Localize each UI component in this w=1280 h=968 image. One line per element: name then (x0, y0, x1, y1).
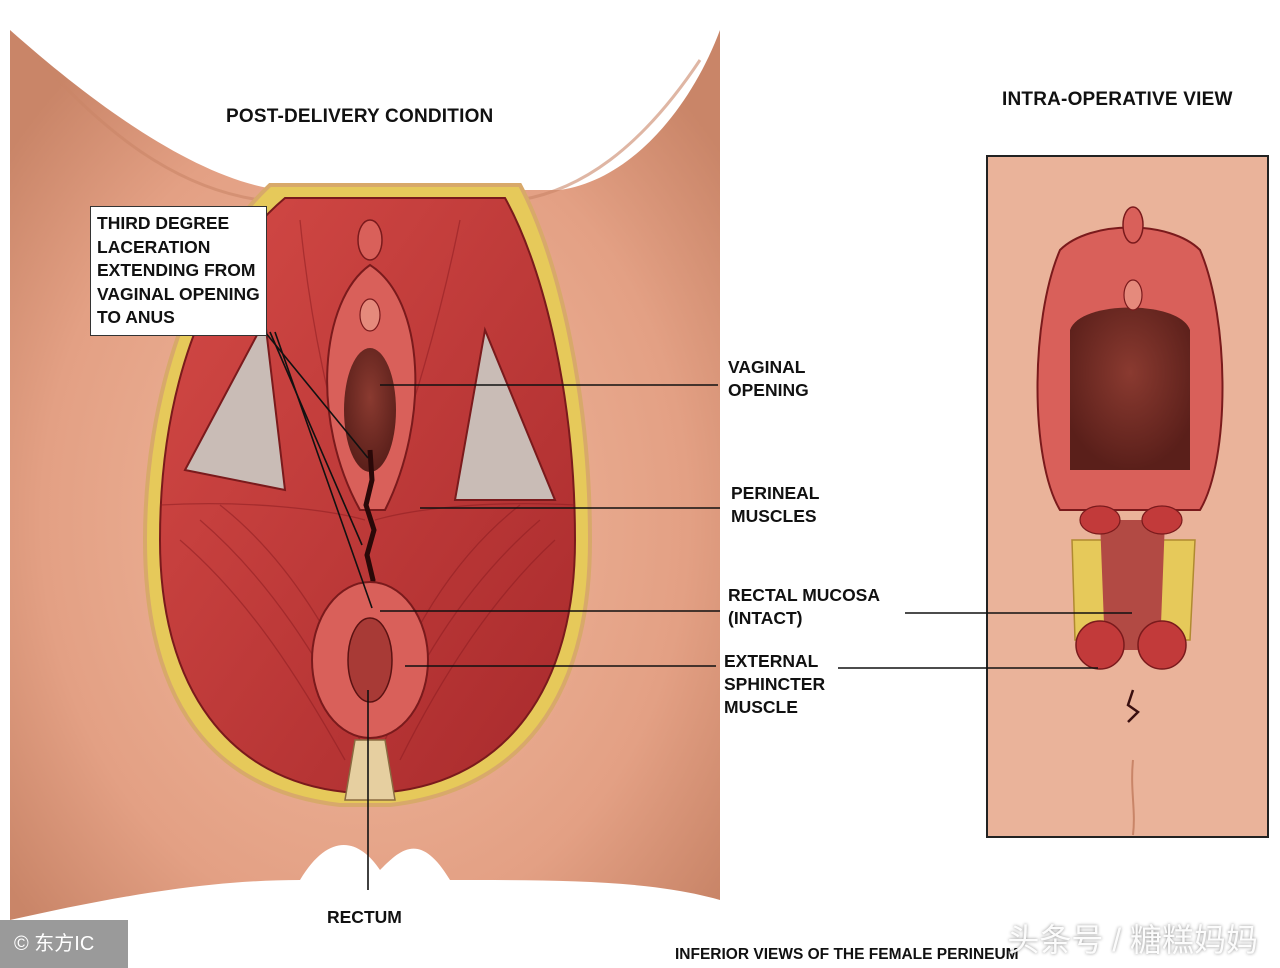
laceration (363, 449, 377, 606)
figure-caption: INFERIOR VIEWS OF THE FEMALE PERINEUM (675, 946, 1019, 963)
watermark-left: © 东方IC (0, 920, 128, 968)
clitoris (357, 219, 383, 261)
label-perineal-muscles: PERINEAL MUSCLES (731, 483, 820, 526)
left-membrane (183, 316, 287, 492)
label-vaginal-opening: VAGINAL OPENING (728, 357, 809, 400)
leader-lines (264, 331, 1132, 890)
label-rectal-mucosa: RECTAL MUCOSA (INTACT) (728, 585, 880, 628)
right-panel-title: INTRA-OPERATIVE VIEW (1002, 89, 1233, 110)
watermark-right: 头条号 / 糖糕妈妈 (1007, 922, 1258, 958)
rectum-stub (344, 739, 396, 801)
anal-canal (347, 617, 393, 703)
laceration-callout: THIRD DEGREE LACERATION EXTENDING FROM V… (90, 206, 267, 336)
left-panel-title: POST-DELIVERY CONDITION (226, 106, 494, 127)
vaginal-canal (344, 348, 396, 472)
label-external-sphincter: EXTERNAL SPHINCTER MUSCLE (724, 651, 826, 717)
urethral-opening (359, 298, 381, 332)
intra-op-illustration (1036, 206, 1224, 836)
right-membrane (453, 326, 557, 501)
label-rectum: RECTUM (327, 907, 402, 927)
